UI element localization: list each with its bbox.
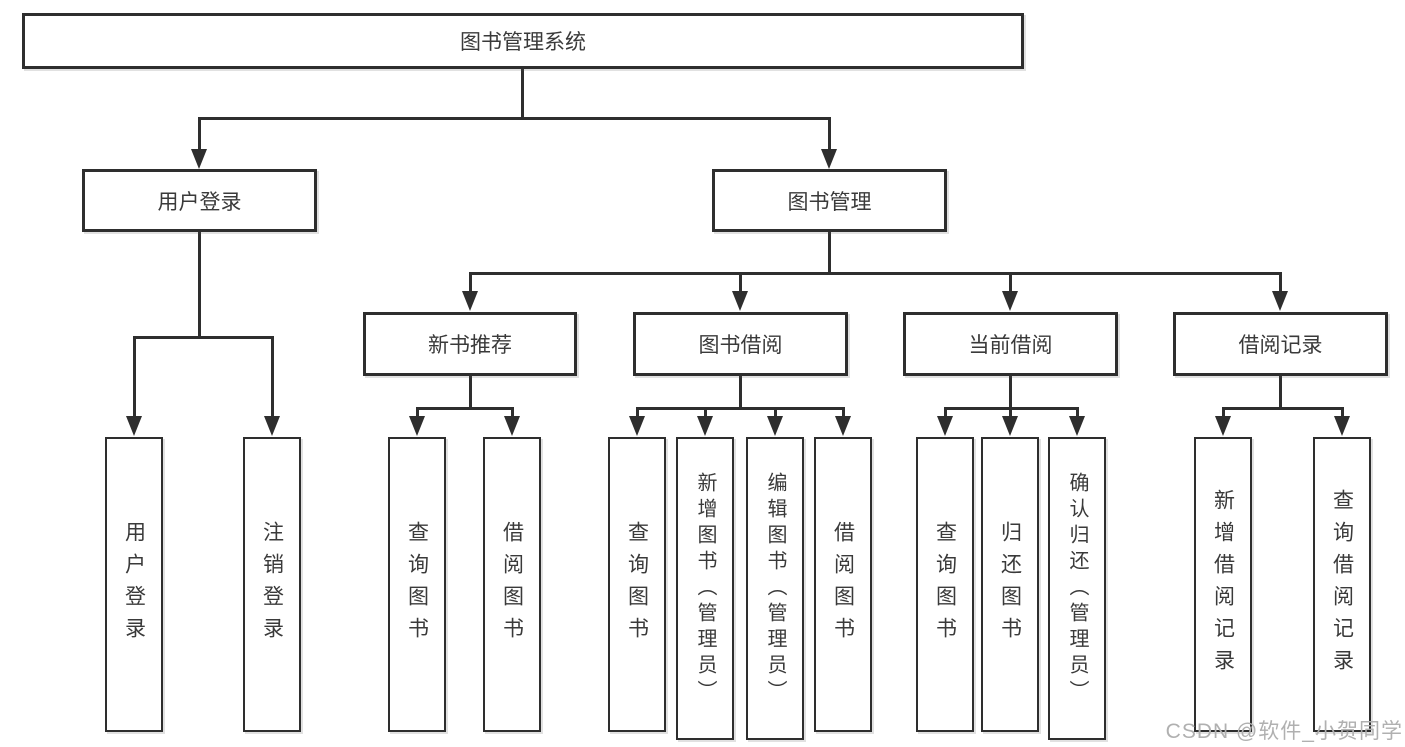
- arrow-down-icon: [264, 416, 280, 436]
- node-borrow-records-label: 借阅记录: [1238, 334, 1323, 357]
- node-new-book-recommend: 新书推荐: [363, 312, 577, 376]
- leaf-query-books-recommend: 查询图书: [388, 437, 446, 732]
- leaf-confirm-return-admin: 确认归还（管理员）: [1048, 437, 1106, 740]
- arrow-down-icon: [1272, 291, 1288, 311]
- connector-line: [416, 407, 419, 420]
- connector-line: [511, 407, 514, 420]
- node-book-management: 图书管理: [712, 169, 947, 232]
- leaf-add-book-admin: 新增图书（管理员）: [676, 437, 734, 740]
- node-borrow-records: 借阅记录: [1173, 312, 1388, 376]
- connector-line: [1009, 376, 1012, 409]
- leaf-query-books-recommend-label: 查询图书: [405, 520, 429, 649]
- arrow-down-icon: [1069, 416, 1085, 436]
- connector-line: [828, 232, 831, 275]
- leaf-logout: 注销登录: [243, 437, 301, 732]
- node-book-borrowing: 图书借阅: [633, 312, 848, 376]
- arrow-down-icon: [1002, 291, 1018, 311]
- connector-line: [198, 117, 831, 120]
- leaf-user-login: 用户登录: [105, 437, 163, 732]
- leaf-borrow-books-recommend-label: 借阅图书: [500, 520, 524, 649]
- arrow-down-icon: [767, 416, 783, 436]
- leaf-borrow-books-borrowing: 借阅图书: [814, 437, 872, 732]
- leaf-query-borrow-record: 查询借阅记录: [1313, 437, 1371, 732]
- leaf-return-book-label: 归还图书: [998, 520, 1022, 649]
- connector-line: [521, 69, 524, 119]
- node-current-borrowing: 当前借阅: [903, 312, 1118, 376]
- connector-line: [416, 407, 514, 410]
- arrow-down-icon: [1002, 416, 1018, 436]
- leaf-query-books-current: 查询图书: [916, 437, 974, 732]
- arrow-down-icon: [504, 416, 520, 436]
- leaf-confirm-return-admin-label: 确认归还（管理员）: [1066, 471, 1088, 706]
- node-user-login-label: 用户登录: [157, 190, 242, 214]
- connector-line: [1279, 376, 1282, 409]
- connector-line: [636, 407, 639, 420]
- leaf-add-borrow-record: 新增借阅记录: [1194, 437, 1252, 732]
- leaf-query-borrow-record-label: 查询借阅记录: [1330, 488, 1354, 681]
- leaf-return-book: 归还图书: [981, 437, 1039, 732]
- arrow-down-icon: [821, 149, 837, 169]
- node-current-borrowing-label: 当前借阅: [968, 334, 1053, 357]
- arrow-down-icon: [1334, 416, 1350, 436]
- connector-line: [198, 117, 201, 151]
- leaf-edit-book-admin: 编辑图书（管理员）: [746, 437, 804, 740]
- connector-line: [1222, 407, 1225, 420]
- connector-line: [944, 407, 947, 420]
- connector-line: [1279, 272, 1282, 293]
- connector-line: [198, 232, 201, 339]
- connector-line: [469, 376, 472, 409]
- node-book-management-label: 图书管理: [787, 190, 872, 214]
- connector-line: [133, 336, 136, 420]
- node-book-borrowing-label: 图书借阅: [698, 334, 783, 357]
- leaf-query-books-current-label: 查询图书: [933, 520, 957, 649]
- csdn-watermark: CSDN @软件_小贺同学: [1165, 720, 1403, 743]
- node-root-system: 图书管理系统: [22, 13, 1024, 69]
- arrow-down-icon: [835, 416, 851, 436]
- connector-line: [842, 407, 845, 420]
- node-root-label: 图书管理系统: [460, 31, 586, 54]
- arrow-down-icon: [462, 291, 478, 311]
- leaf-edit-book-admin-label: 编辑图书（管理员）: [764, 471, 786, 706]
- arrow-down-icon: [409, 416, 425, 436]
- leaf-borrow-books-borrowing-label: 借阅图书: [831, 520, 855, 649]
- arrow-down-icon: [937, 416, 953, 436]
- leaf-logout-label: 注销登录: [260, 520, 284, 649]
- connector-line: [271, 336, 274, 420]
- leaf-borrow-books-recommend: 借阅图书: [483, 437, 541, 732]
- connector-line: [1341, 407, 1344, 420]
- connector-line: [636, 407, 845, 410]
- connector-line: [1222, 407, 1344, 410]
- connector-line: [469, 272, 1282, 275]
- connector-line: [739, 272, 742, 293]
- connector-line: [133, 336, 274, 339]
- arrow-down-icon: [126, 416, 142, 436]
- arrow-down-icon: [732, 291, 748, 311]
- arrow-down-icon: [191, 149, 207, 169]
- arrow-down-icon: [629, 416, 645, 436]
- arrow-down-icon: [697, 416, 713, 436]
- connector-line: [739, 376, 742, 409]
- leaf-query-books-borrowing-label: 查询图书: [625, 520, 649, 649]
- connector-line: [1076, 407, 1079, 420]
- connector-line: [704, 407, 707, 420]
- connector-line: [1009, 272, 1012, 293]
- connector-line: [828, 117, 831, 151]
- node-new-book-recommend-label: 新书推荐: [428, 334, 512, 357]
- connector-line: [1009, 407, 1012, 420]
- node-user-login: 用户登录: [82, 169, 317, 232]
- leaf-user-login-label: 用户登录: [122, 520, 146, 649]
- connector-line: [469, 272, 472, 293]
- connector-line: [774, 407, 777, 420]
- arrow-down-icon: [1215, 416, 1231, 436]
- leaf-add-borrow-record-label: 新增借阅记录: [1211, 488, 1235, 681]
- leaf-add-book-admin-label: 新增图书（管理员）: [694, 471, 716, 706]
- leaf-query-books-borrowing: 查询图书: [608, 437, 666, 732]
